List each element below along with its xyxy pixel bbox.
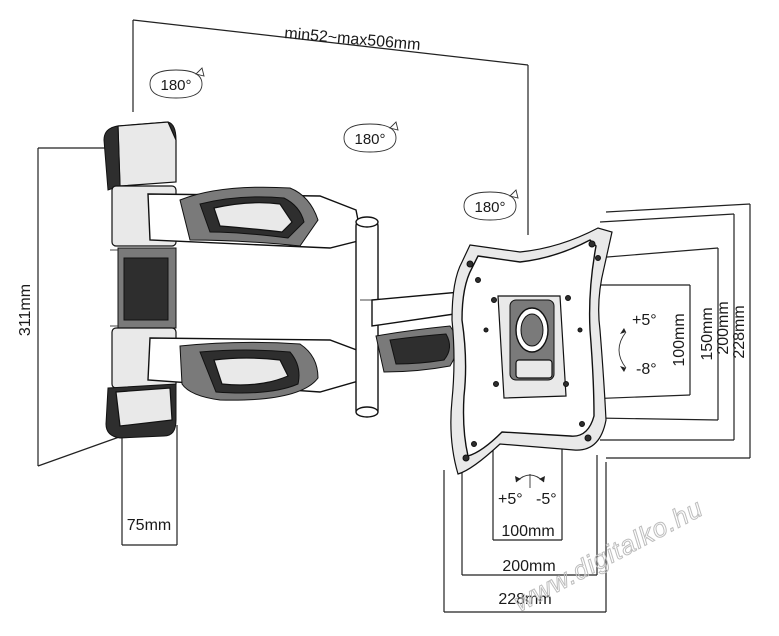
wall-swivel-label: 180° <box>160 77 191 94</box>
rotation-badge-wall: 180° <box>149 67 205 99</box>
vesa-h-100-label: 100mm <box>501 523 554 540</box>
vesa-h-228-label: 228mm <box>498 591 551 608</box>
watermark: www.digitalko.hu <box>509 492 708 617</box>
rotation-badge-arm: 180° <box>343 121 399 153</box>
lower-arm <box>147 337 363 401</box>
vesa-v-228-label: 228mm <box>731 305 748 358</box>
roll-indicator: +5° -5° <box>498 474 557 508</box>
depth-label: 75mm <box>127 517 171 534</box>
extension-label: min52~max506mm <box>284 25 421 54</box>
tilt-up-label: +5° <box>632 312 657 329</box>
front-arm <box>371 291 469 373</box>
roll-right-label: -5° <box>536 491 557 508</box>
arm-swivel-label: 180° <box>354 131 385 148</box>
height-label: 311mm <box>17 284 34 336</box>
vesa-v-150-label: 150mm <box>699 307 716 360</box>
tilt-indicator: +5° -8° <box>618 312 657 378</box>
vesa-plate <box>450 227 613 475</box>
center-pivot <box>355 216 379 418</box>
wall-plate <box>103 121 177 439</box>
vesa-v-200-label: 200mm <box>715 301 732 354</box>
upper-arm <box>147 186 363 249</box>
vesa-h-200-label: 200mm <box>502 558 555 575</box>
tilt-down-label: -8° <box>636 361 657 378</box>
plate-swivel-label: 180° <box>474 199 505 216</box>
vesa-v-100-label: 100mm <box>671 313 688 366</box>
rotation-badge-plate: 180° <box>463 189 519 221</box>
roll-left-label: +5° <box>498 491 523 508</box>
